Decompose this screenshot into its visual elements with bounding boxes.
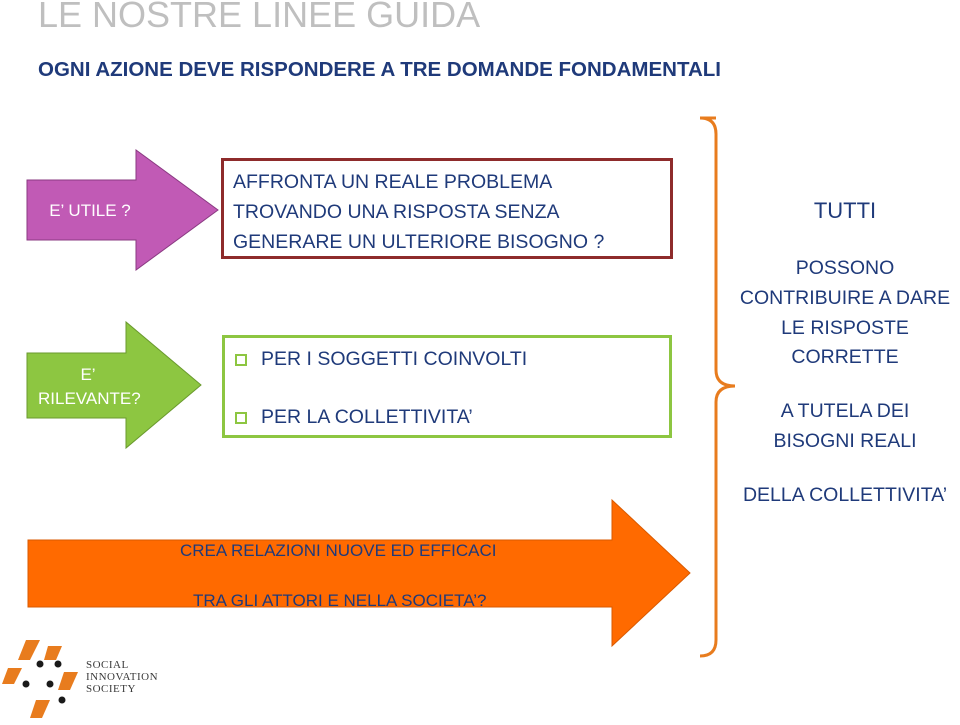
checkbox-bullet-icon xyxy=(235,353,247,366)
relazioni-arrow xyxy=(27,498,691,648)
rilevante-label-line1: E’ xyxy=(80,365,96,384)
problem-line-3: GENERARE UN ULTERIORE BISOGNO ? xyxy=(233,231,605,253)
page-subtitle: OGNI AZIONE DEVE RISPONDERE A TRE DOMAND… xyxy=(38,58,721,81)
problem-line-2: TROVANDO UNA RISPOSTA SENZA xyxy=(233,201,560,223)
relevance-item: PER I SOGGETTI COINVOLTI xyxy=(235,348,527,371)
problem-line-1: AFFRONTA UN REALE PROBLEMA xyxy=(233,171,553,193)
relazioni-line-2: TRA GLI ATTORI E NELLA SOCIETA’? xyxy=(193,591,487,610)
right-line-1: POSSONO xyxy=(795,257,895,279)
relevance-item-text: PER LA COLLETTIVITA’ xyxy=(261,406,473,428)
right-line-3: LE RISPOSTE xyxy=(781,317,909,339)
utile-label: E’ UTILE ? xyxy=(49,201,131,220)
relevance-item-text: PER I SOGGETTI COINVOLTI xyxy=(261,348,528,370)
right-line-4: CORRETTE xyxy=(791,346,899,368)
logo-text-line-3: SOCIETY xyxy=(86,683,136,695)
rilevante-label-line2: RILEVANTE? xyxy=(38,389,141,408)
relevance-item: PER LA COLLETTIVITA’ xyxy=(235,406,473,429)
problem-box: AFFRONTA UN REALE PROBLEMA TROVANDO UNA … xyxy=(221,158,673,259)
utile-arrow xyxy=(26,149,219,271)
logo-text-line-2: INNOVATION xyxy=(86,671,159,683)
page-title: LE NOSTRE LINEE GUIDA xyxy=(38,0,481,35)
rilevante-arrow xyxy=(26,320,202,450)
right-line-6: BISOGNI REALI xyxy=(773,430,917,452)
logo-text-line-1: SOCIAL xyxy=(86,659,129,671)
right-line-5: A TUTELA DEI xyxy=(780,400,910,422)
checkbox-bullet-icon xyxy=(235,411,247,424)
right-brace xyxy=(699,116,736,658)
right-line-7: DELLA COLLETTIVITA’ xyxy=(742,484,948,506)
right-line-2: CONTRIBUIRE A DARE xyxy=(739,287,951,309)
relazioni-line-1: CREA RELAZIONI NUOVE ED EFFICACI xyxy=(180,541,497,560)
relevance-box: PER I SOGGETTI COINVOLTI PER LA COLLETTI… xyxy=(222,335,672,438)
right-heading: TUTTI xyxy=(813,198,877,223)
